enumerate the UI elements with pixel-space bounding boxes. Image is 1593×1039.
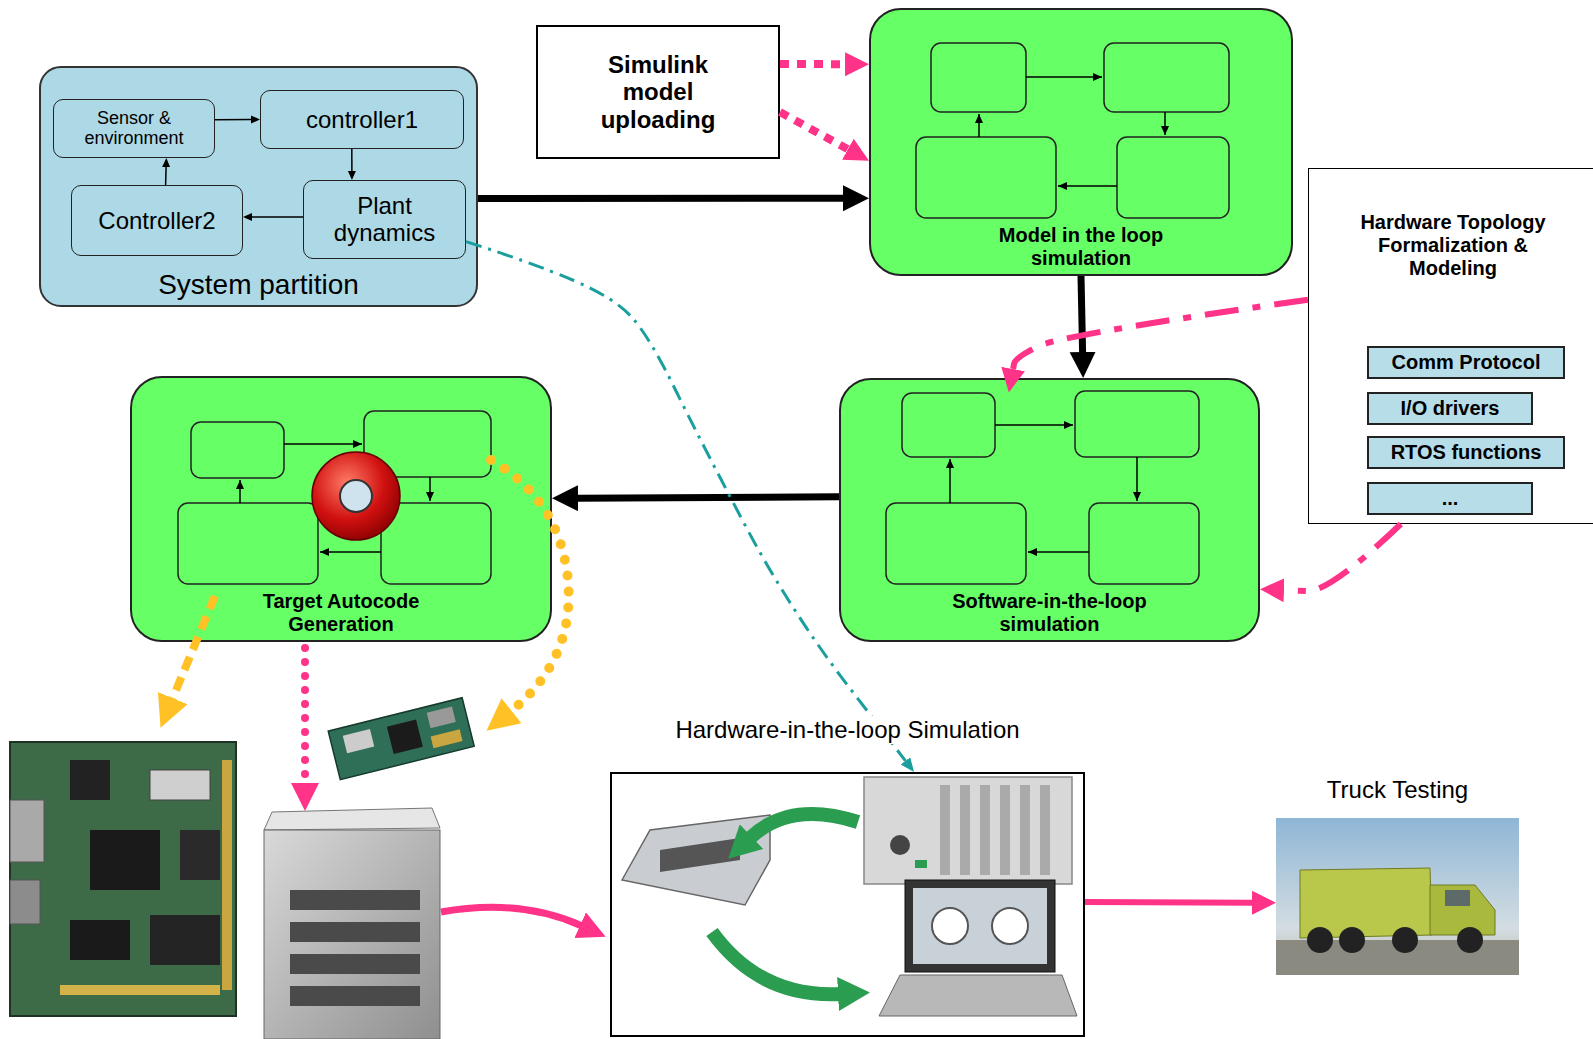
signal-arrow (165, 167, 167, 185)
topology-arrow (1013, 300, 1308, 369)
topology-item: I/O drivers (1367, 392, 1533, 425)
flow-arrow (1081, 276, 1083, 352)
model-blocks (916, 43, 1229, 218)
signal-arrow (252, 216, 303, 218)
topology-item: Comm Protocol (1367, 346, 1565, 379)
embedded-computer (264, 808, 440, 1039)
node-label: Hardware Topology Formalization & Modeli… (1338, 211, 1568, 280)
node-label: Simulink model uploading (588, 51, 728, 134)
plant-link (466, 242, 906, 761)
node-label: Truck Testing (1327, 776, 1468, 804)
test-arrow (1085, 899, 1252, 906)
node-label: Software-in-the-loop simulation (920, 590, 1180, 636)
model-blocks (886, 391, 1199, 584)
model-block-arrows (979, 77, 1165, 186)
node-label: Sensor & environment (58, 109, 210, 149)
truck-photo (1276, 818, 1519, 975)
node-label: I/O drivers (1401, 397, 1500, 420)
hil-equipment (622, 777, 1077, 1016)
upload-arrow (780, 60, 845, 68)
process-box: Simulink model uploading (536, 25, 780, 159)
deploy-arrow (441, 907, 582, 926)
model-block-arrows (950, 425, 1137, 552)
model-block-arrows (240, 444, 430, 552)
node-label: controller1 (306, 106, 418, 134)
node-label: ... (1442, 487, 1459, 510)
deploy-arrow (301, 648, 309, 785)
component-box: Sensor & environment (53, 99, 215, 158)
model-blocks (178, 411, 491, 584)
signal-arrow (351, 149, 353, 171)
topology-panel: Hardware Topology Formalization & Modeli… (1308, 168, 1593, 524)
system-partition: System partition Sensor & environment cont… (39, 66, 478, 307)
component-box: Controller2 (71, 185, 243, 256)
deploy-arrow (491, 460, 569, 712)
node-label: Model in the loop simulation (961, 224, 1201, 270)
node-label: System partition (158, 269, 359, 301)
topology-item: RTOS functions (1367, 436, 1565, 469)
upload-arrow (780, 112, 848, 149)
target-board (328, 698, 474, 780)
node-label: Hardware-in-the-loop Simulation (669, 716, 1025, 744)
signal-arrow (215, 119, 251, 121)
topology-arrow (1284, 524, 1401, 591)
node-label: Comm Protocol (1392, 351, 1541, 374)
deploy-arrow (172, 596, 215, 700)
node-label: Controller2 (98, 207, 215, 235)
flow-arrow (578, 497, 839, 498)
eval-board (10, 742, 236, 1016)
node-label: RTOS functions (1391, 441, 1542, 464)
component-box: Plant dynamics (303, 180, 466, 259)
node-label: Target Autocode Generation (221, 590, 461, 636)
topology-item: ... (1367, 482, 1533, 515)
component-box: controller1 (260, 90, 464, 149)
flow-arrow (478, 195, 843, 202)
node-label: Plant dynamics (308, 193, 461, 246)
target-button (312, 452, 400, 540)
